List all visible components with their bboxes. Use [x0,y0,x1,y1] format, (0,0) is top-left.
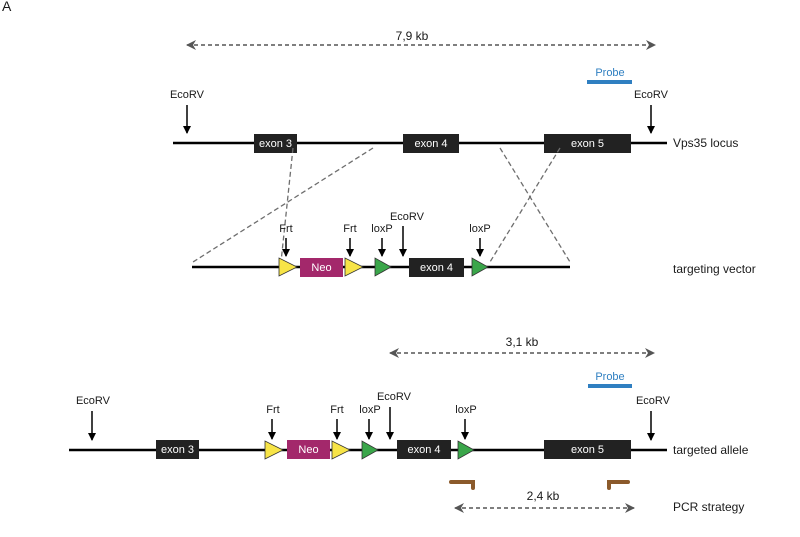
tv-frt-2-label: Frt [343,223,356,235]
tv-frt-1-label: Frt [279,223,292,235]
ta-neo-label: Neo [298,444,318,456]
tv-frt-2 [344,257,364,277]
pcr-reverse-primer [607,480,630,490]
homology-line-2 [192,147,374,263]
ta-exon-3-label: exon 3 [161,444,194,456]
wt-probe-bar [587,80,632,84]
wt-locus: 7,9 kb Probe EcoRV EcoRV exon 3 exon 4 e… [170,29,738,153]
ta-neo-box [287,440,330,459]
ta-loxp-2-label: loxP [455,404,476,416]
tv-frt-1 [278,257,298,277]
tv-neo-label: Neo [311,262,331,274]
ta-frt-2-label: Frt [330,404,343,416]
wt-locus-label: Vps35 locus [673,136,738,150]
tv-neo-box [300,258,343,277]
tv-loxp-1-label: loxP [371,223,392,235]
pcr-distance-label: 2,4 kb [527,489,560,503]
ta-probe-label: Probe [595,371,624,383]
ta-exon-5-label: exon 5 [571,444,604,456]
ta-frt-1 [264,440,284,460]
wt-exon-5-label: exon 5 [571,138,604,150]
wt-exon-3 [254,134,297,153]
ta-ecorv-mid-label: EcoRV [377,391,412,403]
ta-label: targeted allele [673,443,749,457]
ta-probe-bar [588,384,632,388]
wt-exon-4 [403,134,459,153]
ta-frt-2 [331,440,351,460]
tv-loxp-2-label: loxP [469,223,490,235]
homology-line-3 [499,147,571,263]
wt-probe-label: Probe [595,67,624,79]
tv-exon-4-label: exon 4 [420,262,453,274]
ta-ecorv-right-label: EcoRV [636,395,671,407]
ta-distance-label: 3,1 kb [506,335,539,349]
wt-ecorv-right-label: EcoRV [634,89,669,101]
wt-exon-4-label: exon 4 [414,138,447,150]
tv-loxp-1 [374,257,392,277]
tv-ecorv-label: EcoRV [390,211,425,223]
ta-ecorv-left-label: EcoRV [76,395,111,407]
ta-loxp-1 [361,440,379,460]
targeted-allele: 3,1 kb Probe EcoRV Frt Frt loxP EcoRV lo… [69,335,749,460]
homology-lines [192,147,571,263]
ta-exon-5 [544,440,631,459]
pcr-forward-primer [449,480,475,490]
homology-line-4 [489,147,561,263]
pcr-label: PCR strategy [673,500,744,514]
panel-label: A [2,0,12,14]
ta-loxp-1-label: loxP [359,404,380,416]
targeting-vector: Frt Frt loxP EcoRV loxP Neo exon 4 targe… [192,211,756,277]
pcr-strategy: 2,4 kb PCR strategy [449,480,744,514]
tv-loxp-2 [471,257,489,277]
ta-exon-4 [397,440,451,459]
ta-exon-4-label: exon 4 [407,444,440,456]
wt-exon-3-label: exon 3 [259,138,292,150]
wt-exon-5 [544,134,631,153]
tv-exon-4 [409,258,464,277]
ta-loxp-2 [457,440,475,460]
homology-line-1 [280,147,294,263]
wt-ecorv-left-label: EcoRV [170,89,205,101]
ta-frt-1-label: Frt [266,404,279,416]
tv-label: targeting vector [673,262,756,276]
wt-distance-label: 7,9 kb [396,29,429,43]
ta-exon-3 [156,440,199,459]
